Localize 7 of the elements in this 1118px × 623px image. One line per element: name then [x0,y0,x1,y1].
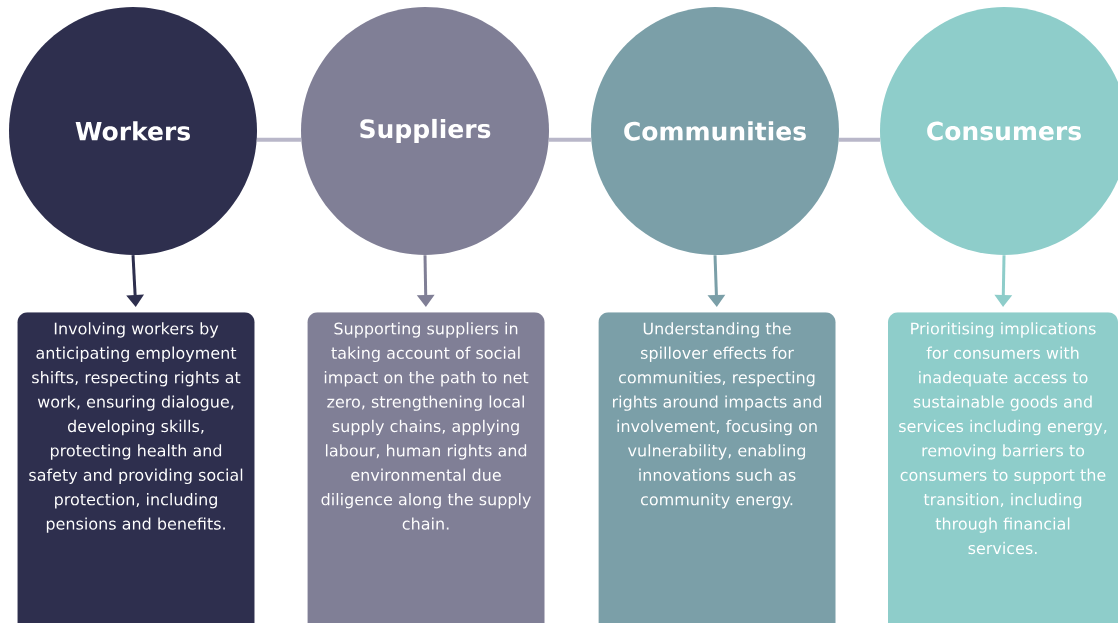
text-box: Involving workers by anticipating employment shifts, respecting rights at work, ensuring dialogue, developing skills, protecting health and safety and providing social protection, including pensions and benefits. [17,312,255,623]
text-box: Understanding the spillover effects for communities, respecting rights around impacts and involvement, focusing on vulnerability, enabling innovations such as community energy. [598,312,836,623]
connector-line [548,137,592,142]
connector-line [256,137,302,142]
text-box: Prioritising implications for consumers with inadequate access to sustainable goods and services including energy, removing barriers to consumers to support the transition, including through financial services. [888,312,1118,623]
text-box: Supporting suppliers in taking account of social impact on the path to net zero, strengthening local supply chains, applying labour, human rights and environmental due diligence along the supply chain. [307,312,545,623]
connector-line [838,137,881,142]
